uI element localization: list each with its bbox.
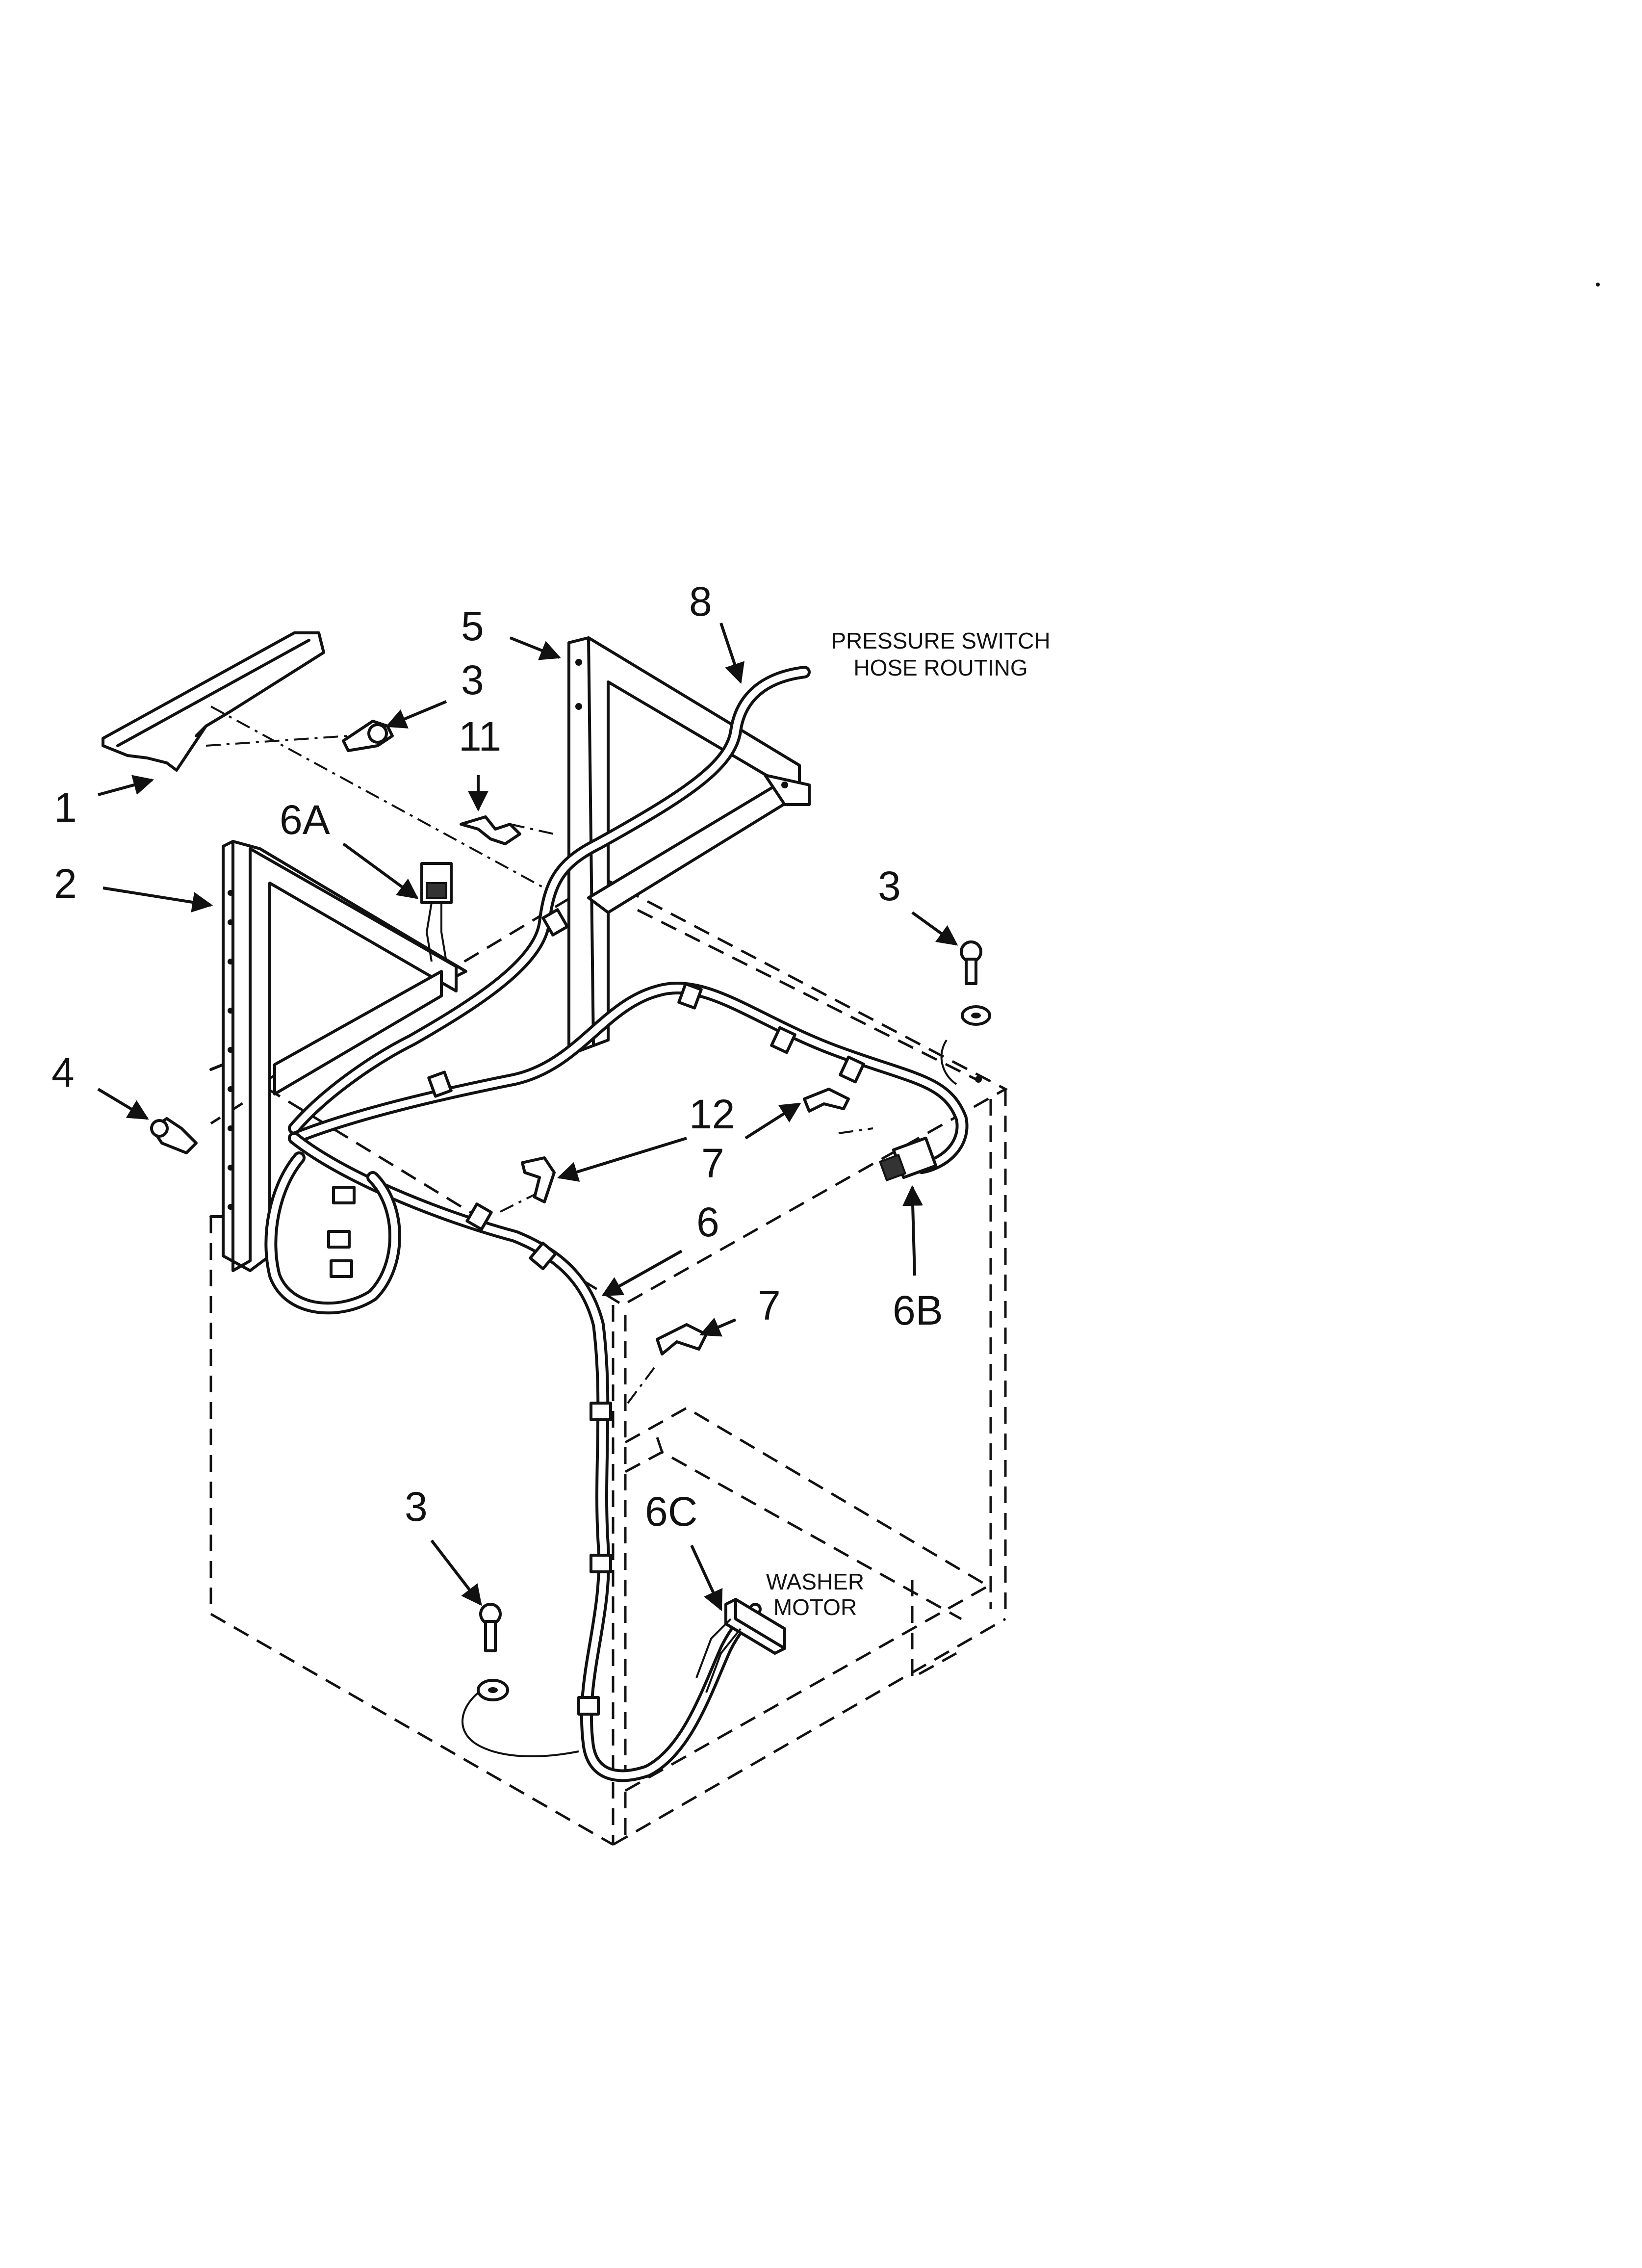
notes: PRESSURE SWITCH HOSE ROUTING WASHER MOTO… (766, 628, 1051, 1620)
washer-motor-note-line1: WASHER (766, 1569, 864, 1594)
screw-3-top (342, 720, 394, 752)
callout-3-right: 3 (878, 863, 901, 909)
reference-lines (205, 705, 873, 1404)
callout-11: 11 (459, 713, 501, 759)
pressure-switch-note-line2: HOSE ROUTING (853, 655, 1027, 680)
pressure-switch-note-line1: PRESSURE SWITCH (831, 628, 1050, 653)
callout-12: 12 (689, 1091, 735, 1137)
left-rear-bracket (209, 840, 467, 1272)
callout-4: 4 (51, 1049, 75, 1095)
wiring-harness (264, 666, 969, 1782)
callout-5: 5 (461, 603, 484, 649)
connector-6b (878, 1136, 938, 1182)
callout-3-bottom: 3 (405, 1484, 428, 1530)
screw-3-right (960, 940, 991, 1083)
clip-7-lower (656, 1323, 708, 1356)
clip-11 (460, 815, 521, 845)
left-loop-connectors (327, 1186, 356, 1278)
bracket-holes (228, 890, 233, 1210)
harness-bands (427, 908, 865, 1716)
screw-3-bottom (477, 1603, 509, 1701)
top-bracket (102, 631, 325, 772)
callout-1: 1 (54, 784, 77, 831)
callout-7-lower: 7 (758, 1282, 781, 1329)
clip-7-upper (803, 1088, 850, 1113)
callout-6a: 6A (280, 797, 330, 843)
stray-dot (1596, 283, 1600, 287)
connector-6a (420, 862, 453, 962)
callout-6: 6 (696, 1199, 719, 1245)
callout-2: 2 (54, 860, 77, 907)
screw-4 (150, 1117, 198, 1154)
connector-6c (695, 1598, 786, 1693)
callout-7-upper: 7 (701, 1140, 724, 1186)
callout-6b: 6B (893, 1287, 943, 1333)
callout-6c: 6C (645, 1488, 697, 1535)
washer-motor-note-line2: MOTOR (773, 1594, 857, 1620)
leader-arrows (97, 623, 958, 1611)
callout-3-top: 3 (461, 657, 484, 703)
callout-8: 8 (689, 578, 712, 625)
clip-12 (521, 1156, 556, 1203)
callout-labels: 1 2 3 6A 11 5 8 3 4 12 7 6B 6 7 3 6C (51, 578, 943, 1535)
